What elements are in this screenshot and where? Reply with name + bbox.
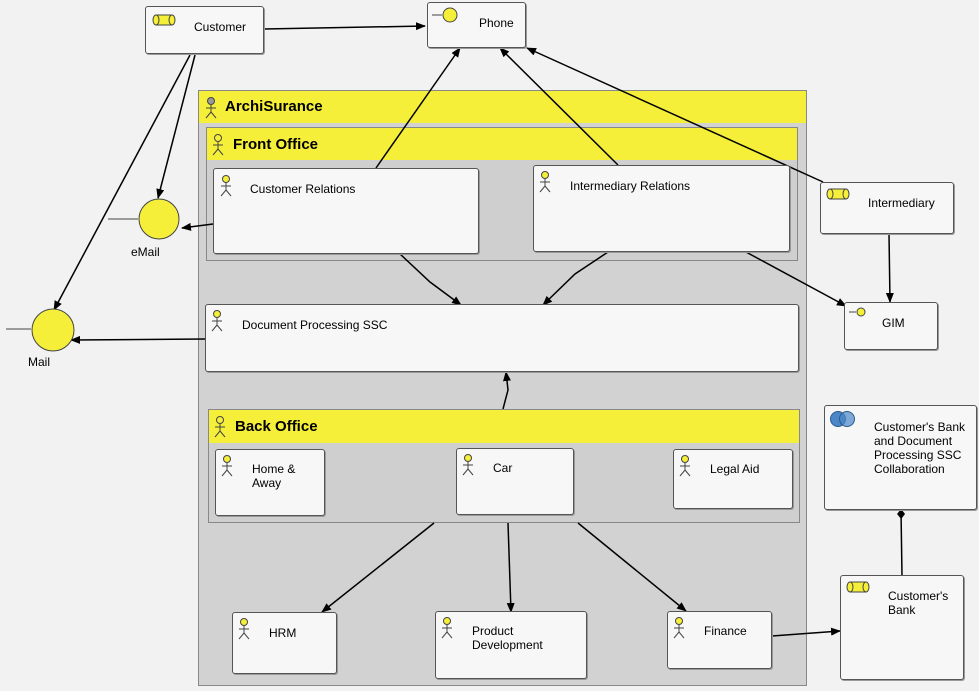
archisurance-header [199,91,806,123]
link-customer-email [156,54,196,199]
actor-icon [212,134,224,156]
home-away-node[interactable]: Home & Away [215,449,325,516]
link-customer-phone [263,22,426,31]
hrm-label: HRM [269,626,297,640]
link-dps-mail [70,335,206,344]
phone-node[interactable]: Phone [427,2,526,48]
actor-icon [539,171,551,193]
intermediary-relations-node[interactable]: Intermediary Relations [533,165,790,252]
role-icon [846,581,870,593]
legal-aid-label: Legal Aid [710,462,760,476]
intermediary-node[interactable]: Intermediary [820,182,954,234]
actor-icon [220,175,232,197]
back-office-title: Back Office [235,418,318,435]
finance-node[interactable]: Finance [667,611,772,669]
phone-label: Phone [479,16,514,30]
email-interface-icon[interactable] [108,198,184,240]
link-cr-dps [399,253,462,306]
collaboration-icon [830,411,855,427]
link-intermediary-gim [885,233,894,303]
legal-aid-node[interactable]: Legal Aid [673,449,793,509]
document-processing-label: Document Processing SSC [242,318,388,332]
actor-icon [211,310,223,332]
link-customer-mail [53,54,191,311]
link-bank-collaboration [897,509,906,577]
link-cr-phone [375,47,461,169]
email-label: eMail [131,245,160,259]
link-backoffice-pd [506,522,515,613]
role-icon [826,188,850,200]
product-development-node[interactable]: Product Development [435,611,587,679]
mail-label: Mail [28,355,51,369]
customers-bank-node[interactable]: Customer's Bank [840,575,964,680]
product-development-label: Product Development [472,624,543,652]
customers-bank-label: Customer's Bank [888,589,949,617]
actor-icon [673,617,685,639]
hrm-node[interactable]: HRM [232,612,337,674]
back-office-header [209,410,799,443]
link-ir-dps [542,251,609,306]
intermediary-relations-label: Intermediary Relations [570,179,691,193]
collaboration-label: Customer's Bank and Document Processing … [874,420,965,476]
intermediary-label: Intermediary [868,196,935,210]
document-processing-node[interactable]: Document Processing SSC [205,304,799,372]
customer-relations-label: Customer Relations [250,182,356,196]
car-label: Car [493,461,513,475]
actor-icon [441,617,453,639]
link-cr-email [181,222,214,231]
link-ir-gim [745,251,847,307]
front-office-title: Front Office [233,136,318,153]
gim-label: GIM [882,316,905,330]
customer-label: Customer [194,20,247,34]
interface-icon [432,7,458,23]
link-ir-phone [499,47,619,166]
gim-node[interactable]: GIM [844,302,938,350]
customer-relations-node[interactable]: Customer Relations [213,168,479,254]
actor-icon [205,97,217,119]
customer-node[interactable]: Customer [145,6,264,54]
role-icon [152,14,176,26]
link-finance-bank [771,627,841,637]
front-office-header [207,128,797,160]
link-intermediary-phone [526,47,824,183]
mail-interface-icon[interactable] [6,308,76,352]
link-backoffice-hrm [321,522,435,613]
car-node[interactable]: Car [456,448,574,515]
actor-icon [679,455,691,477]
finance-label: Finance [704,624,747,638]
actor-icon [238,618,250,640]
actor-icon [221,455,233,477]
collaboration-node[interactable]: Customer's Bank and Document Processing … [824,405,977,510]
home-away-label: Home & Away [252,462,296,490]
archisurance-title: ArchiSurance [225,98,323,115]
interface-icon [849,307,866,317]
actor-icon [214,416,226,438]
link-backoffice-dps [502,371,511,410]
actor-icon [462,454,474,476]
link-backoffice-finance [577,522,687,612]
